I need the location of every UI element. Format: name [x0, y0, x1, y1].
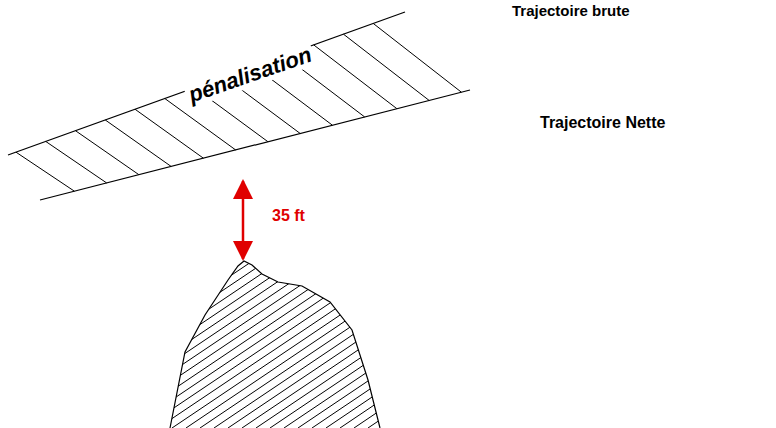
band-outline [0, 0, 480, 210]
terrain-obstacle [170, 261, 380, 428]
dimension-label: 35 ft [272, 207, 305, 225]
clearance-arrow [242, 181, 245, 259]
trajectory-label: Trajectoire Nette [540, 114, 665, 132]
penalty-band: pénalisation [0, 0, 480, 210]
trajectory-label: Trajectoire brute [512, 2, 630, 19]
terrain-hatching [0, 260, 688, 428]
